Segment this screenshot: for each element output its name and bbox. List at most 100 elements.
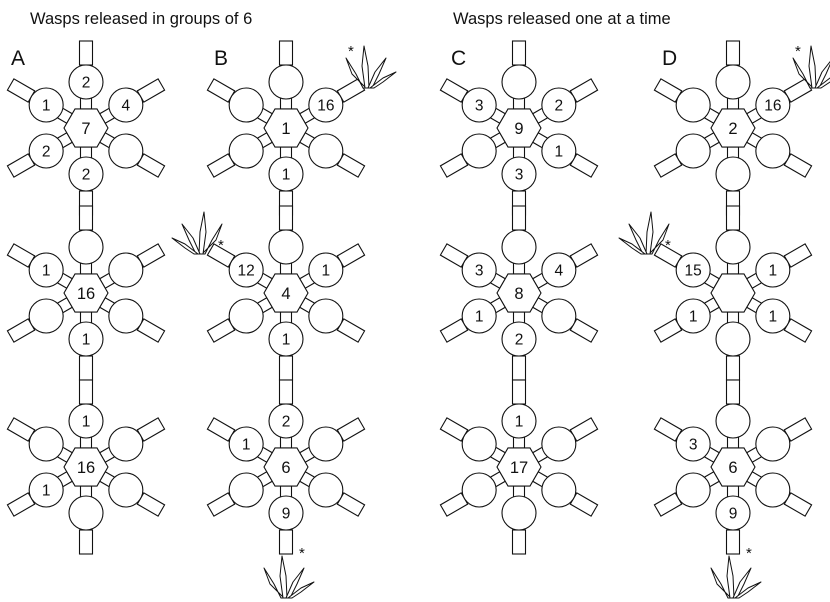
center-count: 4 bbox=[281, 285, 290, 303]
arm-chamber-down bbox=[268, 321, 304, 357]
arm-chamber-upper-left bbox=[675, 87, 711, 123]
arm-chamber-up bbox=[68, 403, 104, 439]
center-chamber bbox=[710, 273, 756, 313]
arm-chamber-upper-left bbox=[228, 252, 264, 288]
arm-chamber-lower-right bbox=[755, 298, 791, 334]
arena-b2: 4 1 1 12 * bbox=[171, 205, 366, 381]
arm-chamber-down bbox=[501, 321, 537, 357]
arm-chamber-up bbox=[268, 64, 304, 100]
grass-blade bbox=[792, 57, 814, 89]
arm-chamber-lower-right bbox=[541, 472, 577, 508]
arm-chamber-down bbox=[715, 321, 751, 357]
arm-chamber-up bbox=[715, 403, 751, 439]
arm-chamber-down bbox=[268, 495, 304, 531]
arm-chamber-upper-right bbox=[541, 87, 577, 123]
arm-chamber-lower-right bbox=[308, 472, 344, 508]
center-count: 7 bbox=[81, 120, 90, 138]
arm-count-upper-left: 1 bbox=[42, 263, 51, 280]
arm-chamber-upper-left bbox=[228, 426, 264, 462]
grass-blade bbox=[710, 567, 732, 599]
arm-count-upper-right: 1 bbox=[769, 263, 778, 280]
grass-blade bbox=[287, 581, 315, 599]
odour-source-marker: * bbox=[218, 237, 224, 254]
arm-chamber-up bbox=[268, 403, 304, 439]
arm-count-upper-left: 1 bbox=[42, 98, 51, 115]
arm-chamber-upper-left bbox=[675, 252, 711, 288]
arm-chamber-up bbox=[68, 229, 104, 265]
arm-tube-up bbox=[511, 40, 527, 66]
center-count: 16 bbox=[77, 285, 95, 303]
arm-chamber-down bbox=[501, 495, 537, 531]
arm-count-down: 1 bbox=[282, 332, 291, 349]
arm-count-upper-right: 2 bbox=[555, 98, 564, 115]
arm-chamber-lower-left bbox=[28, 133, 64, 169]
arm-chamber-upper-left bbox=[28, 426, 64, 462]
arm-chamber-upper-left bbox=[461, 87, 497, 123]
arm-tube-up bbox=[278, 40, 294, 66]
center-count: 6 bbox=[728, 459, 737, 477]
arena-grid: 724221161116111161*41112*6291*9213384213… bbox=[6, 40, 830, 599]
arm-chamber-lower-right bbox=[755, 472, 791, 508]
arm-count-upper-left: 3 bbox=[689, 437, 698, 454]
arm-count-up: 2 bbox=[82, 75, 91, 92]
arm-count-upper-left: 1 bbox=[242, 437, 251, 454]
arm-count-lower-left: 2 bbox=[42, 144, 51, 161]
arm-tube-up bbox=[78, 205, 94, 231]
arm-chamber-down bbox=[268, 156, 304, 192]
arm-chamber-down bbox=[715, 156, 751, 192]
arm-count-lower-left: 1 bbox=[42, 483, 51, 500]
arm-count-down: 9 bbox=[729, 506, 738, 523]
center-count: 6 bbox=[281, 459, 290, 477]
arm-chamber-lower-left bbox=[675, 472, 711, 508]
plant-odour-source: * bbox=[792, 43, 830, 89]
grass-blade bbox=[361, 45, 370, 89]
arm-tube-up bbox=[78, 379, 94, 405]
center-chamber bbox=[496, 108, 542, 148]
center-count: 16 bbox=[77, 459, 95, 477]
arm-chamber-lower-left bbox=[675, 298, 711, 334]
grass-blade bbox=[201, 223, 223, 255]
arm-chamber-lower-left bbox=[675, 133, 711, 169]
arm-chamber-upper-left bbox=[675, 426, 711, 462]
center-chamber bbox=[496, 447, 542, 487]
plant-odour-source: * bbox=[618, 211, 671, 255]
arm-chamber-upper-right bbox=[308, 87, 344, 123]
arm-chamber-up bbox=[501, 403, 537, 439]
arm-count-upper-right: 16 bbox=[764, 98, 781, 115]
arm-tube-down bbox=[278, 355, 294, 381]
center-chamber bbox=[710, 447, 756, 487]
arm-count-lower-left: 1 bbox=[475, 309, 484, 326]
arm-tube-down bbox=[511, 355, 527, 381]
center-count: 2 bbox=[728, 120, 737, 138]
center-chamber bbox=[710, 108, 756, 148]
arm-chamber-down bbox=[68, 321, 104, 357]
arm-count-upper-left: 12 bbox=[238, 263, 255, 280]
arm-chamber-upper-right bbox=[308, 252, 344, 288]
arm-chamber-up bbox=[501, 229, 537, 265]
arm-chamber-lower-right bbox=[108, 472, 144, 508]
center-count: 9 bbox=[514, 120, 523, 138]
plant-odour-source: * bbox=[710, 545, 762, 599]
arm-tube-down bbox=[78, 355, 94, 381]
arm-chamber-upper-right bbox=[755, 252, 791, 288]
grass-blade bbox=[618, 237, 646, 255]
arm-chamber-lower-left bbox=[461, 133, 497, 169]
plant-odour-source: * bbox=[345, 43, 397, 89]
odour-source-marker: * bbox=[746, 545, 752, 562]
arm-chamber-lower-left bbox=[461, 472, 497, 508]
arm-chamber-up bbox=[501, 64, 537, 100]
arm-count-upper-right: 1 bbox=[322, 263, 331, 280]
arm-count-up: 1 bbox=[515, 414, 524, 431]
arm-chamber-upper-left bbox=[461, 252, 497, 288]
arm-chamber-up bbox=[715, 229, 751, 265]
arm-chamber-upper-right bbox=[308, 426, 344, 462]
arm-count-down: 1 bbox=[82, 332, 91, 349]
arm-count-upper-left: 3 bbox=[475, 98, 484, 115]
arm-tube-up bbox=[725, 379, 741, 405]
center-chamber bbox=[63, 108, 109, 148]
arm-count-down: 9 bbox=[282, 506, 291, 523]
